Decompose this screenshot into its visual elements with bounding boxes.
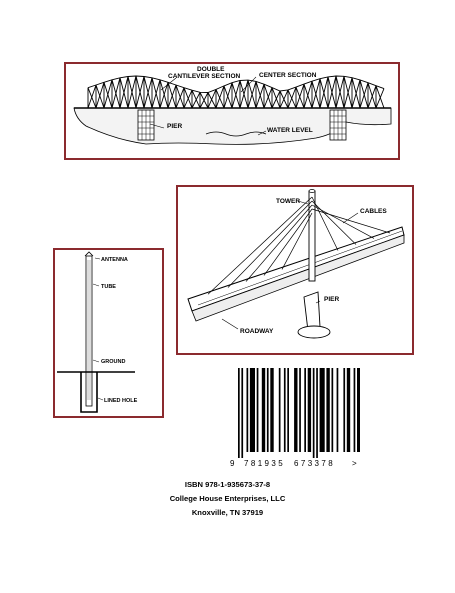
barcode-digits-left: 781935 (244, 459, 285, 468)
label-water-level: WATER LEVEL (267, 127, 313, 134)
label-pier-cable: PIER (324, 296, 339, 303)
isbn-barcode: 9 781935 673378 > (230, 368, 395, 468)
label-antenna: ANTENNA (101, 257, 128, 263)
label-ground: GROUND (101, 359, 125, 365)
label-lined-hole: LINED HOLE (104, 398, 138, 404)
label-tube: TUBE (101, 284, 116, 290)
publisher-block: ISBN 978-1-935673-37-8 College House Ent… (0, 478, 455, 520)
label-roadway: ROADWAY (240, 328, 274, 335)
barcode-digit-first: 9 (230, 459, 235, 468)
barcode-svg: 9 781935 673378 > (230, 368, 395, 468)
antenna-tower-figure: ANTENNA TUBE GROUND LINED HOLE (53, 248, 164, 418)
barcode-digits-end: > (352, 459, 357, 468)
label-tower: TOWER (276, 198, 300, 205)
label-pier-truss: PIER (167, 123, 182, 130)
label-double: DOUBLE (197, 66, 225, 73)
antenna-tower-drawing: ANTENNA TUBE GROUND LINED HOLE (57, 251, 138, 413)
cable-stayed-bridge-figure: TOWER CABLES PIER ROADWAY (176, 185, 414, 355)
isbn-text: ISBN 978-1-935673-37-8 (184, 480, 271, 489)
label-cables: CABLES (360, 208, 387, 215)
label-center-section: CENTER SECTION (259, 72, 317, 79)
truss-bridge-drawing: DOUBLE CANTILEVER SECTION CENTER SECTION… (73, 66, 392, 145)
publisher-name: College House Enterprises, LLC (169, 494, 286, 503)
label-cantilever-section: CANTILEVER SECTION (168, 73, 241, 80)
barcode-digits-right: 673378 (294, 459, 335, 468)
publisher-location: Knoxville, TN 37919 (191, 508, 264, 517)
truss-bridge-figure: DOUBLE CANTILEVER SECTION CENTER SECTION… (64, 62, 400, 160)
cable-stayed-bridge-drawing: TOWER CABLES PIER ROADWAY (187, 189, 405, 339)
